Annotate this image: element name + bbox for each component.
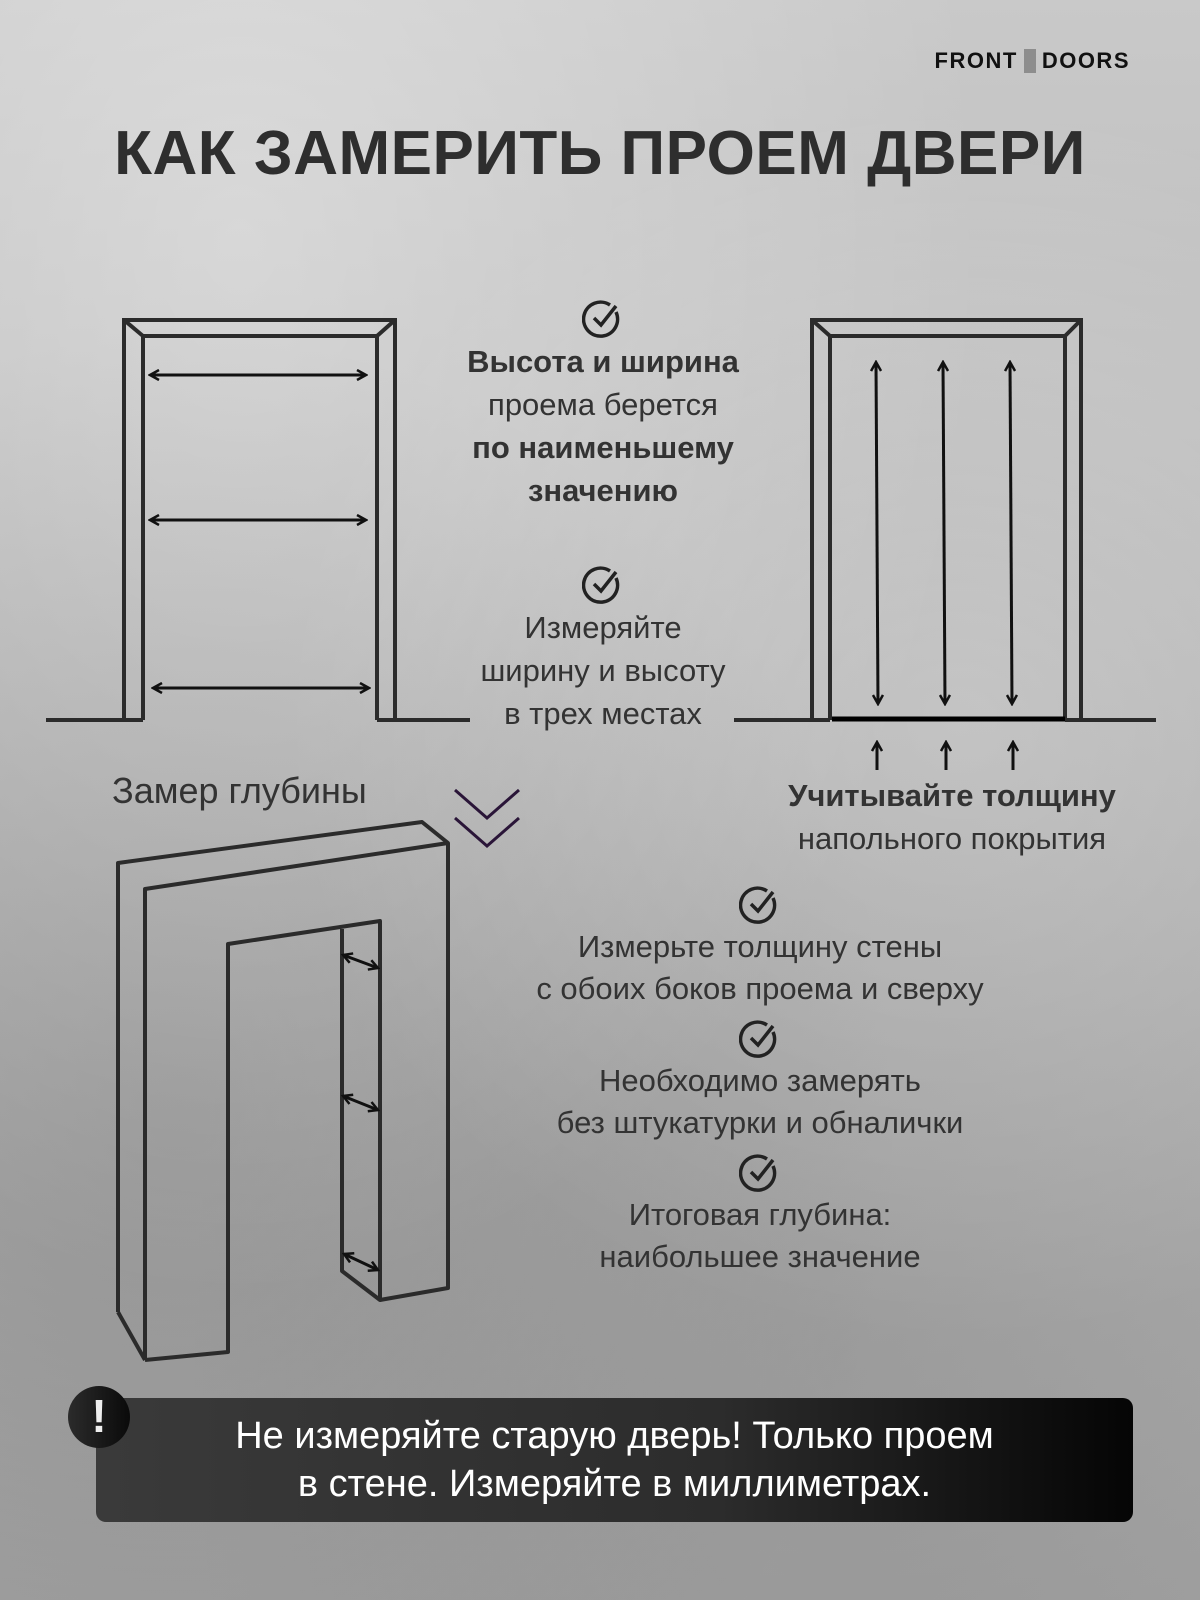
brand-left: FRONT bbox=[934, 48, 1018, 73]
depth-tip-no-plaster: Необходимо замерять без штукатурки и обн… bbox=[460, 1018, 1060, 1144]
depth-tip-final-depth: Итоговая глубина: наибольшее значение bbox=[460, 1152, 1060, 1278]
check-circle-icon bbox=[739, 1020, 777, 1058]
exclamation-icon: ! bbox=[68, 1386, 130, 1448]
check-circle-icon bbox=[739, 1154, 777, 1192]
width-arrows bbox=[150, 375, 369, 688]
tip-three-places: Измеряйте ширину и высоту в трех местах bbox=[420, 564, 786, 735]
brand-right: DOORS bbox=[1041, 48, 1130, 73]
tip-smallest-value: Высота и ширина проема берется по наимен… bbox=[420, 298, 786, 512]
depth-section-label: Замер глубины bbox=[112, 770, 367, 811]
wall-depth-diagram bbox=[116, 820, 450, 1362]
floor-covering-note: Учитывайте толщину напольного покрытия bbox=[788, 778, 1116, 856]
height-arrows bbox=[876, 362, 1012, 704]
chevron-down-icon bbox=[454, 788, 520, 848]
door-frame-width-diagram bbox=[46, 318, 470, 722]
check-circle-icon bbox=[582, 300, 620, 338]
door-frame-height-diagram bbox=[734, 318, 1156, 722]
brand-separator bbox=[1023, 49, 1036, 73]
brand-logo: FRONT DOORS bbox=[935, 48, 1130, 74]
page-title: КАК ЗАМЕРИТЬ ПРОЕМ ДВЕРИ bbox=[114, 119, 1086, 188]
depth-tip-wall-thickness: Измерьте толщину стены с обоих боков про… bbox=[460, 884, 1060, 1010]
warning-banner: Не измеряйте старую дверь! Только проем … bbox=[96, 1398, 1133, 1522]
floor-arrows bbox=[877, 742, 1013, 770]
check-circle-icon bbox=[582, 566, 620, 604]
depth-arrows bbox=[343, 955, 378, 1270]
check-circle-icon bbox=[739, 886, 777, 924]
